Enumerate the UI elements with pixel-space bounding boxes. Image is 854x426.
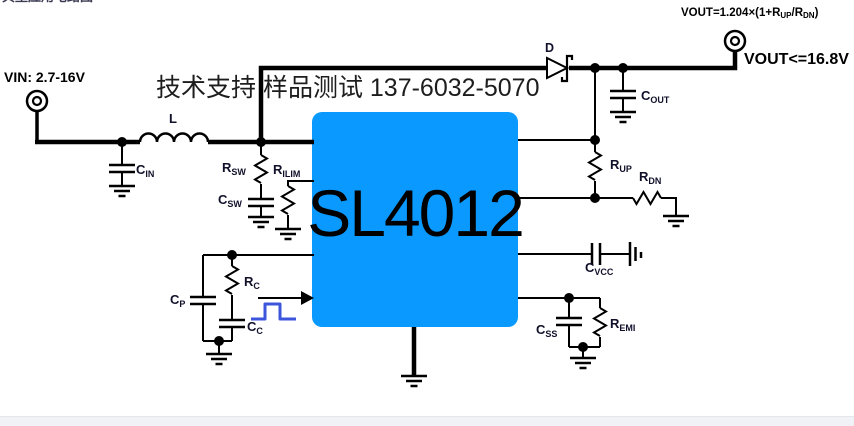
chip-name-label: SL4012 — [307, 175, 525, 250]
resistor-rdn-icon — [632, 190, 662, 206]
junction-dot — [214, 336, 224, 346]
diode-icon — [546, 54, 574, 83]
label-d: D — [545, 41, 555, 55]
ground-icon — [663, 214, 689, 228]
label-cout: COUT — [641, 88, 670, 105]
capacitor-css-icon — [556, 316, 582, 327]
capacitors — [109, 89, 636, 329]
junction-dot — [590, 63, 600, 73]
ground-icon — [206, 352, 232, 366]
ground-sideways-icon — [628, 242, 643, 266]
label-cp: CP — [170, 292, 186, 309]
junction-dot — [227, 250, 237, 260]
ground-icon — [401, 374, 427, 388]
junction-dot — [590, 135, 600, 145]
label-cin: CIN — [136, 162, 155, 179]
capacitor-cc-icon — [219, 318, 245, 329]
capacitor-cp-icon — [190, 295, 216, 306]
pulse-waveform-icon — [251, 302, 296, 321]
capacitor-cout-icon — [610, 89, 636, 100]
label-cc: CC — [247, 319, 263, 336]
resistor-rsw-icon — [253, 154, 269, 184]
label-rsw: RSW — [222, 160, 246, 177]
junction-dot — [117, 137, 127, 147]
label-css: CSS — [536, 322, 558, 339]
label-rup: RUP — [610, 157, 632, 174]
resistor-rc-icon — [224, 265, 240, 295]
label-rc: RC — [244, 274, 260, 291]
label-remi: REMI — [610, 316, 636, 333]
label-rdn: RDN — [639, 169, 662, 186]
grounds — [109, 110, 689, 388]
label-csw: CSW — [218, 192, 242, 209]
label-rilim: RILIM — [273, 162, 301, 179]
capacitor-csw-icon — [248, 197, 274, 208]
resistor-rup-icon — [587, 151, 603, 181]
label-cvcc: CVCC — [585, 260, 614, 277]
resistors — [224, 151, 662, 337]
label-l: L — [169, 111, 177, 126]
ground-icon — [109, 184, 135, 198]
junction-dot — [590, 193, 600, 203]
pwm-arrow-icon — [301, 291, 314, 305]
capacitor-cin-icon — [109, 163, 135, 174]
ground-icon — [275, 227, 301, 241]
vout-terminal-icon — [723, 29, 747, 53]
ground-icon — [570, 356, 596, 370]
junction-dot — [256, 137, 266, 147]
vout-max-label: VOUT<=16.8V — [744, 51, 849, 68]
resistor-remi-icon — [592, 307, 608, 337]
bottom-ui-bar — [0, 416, 854, 426]
chip-sl4012: SL4012 — [307, 112, 525, 327]
ground-icon — [248, 215, 274, 229]
resistor-rilim-icon — [280, 185, 296, 215]
vout-formula: VOUT=1.204×(1+RUP/RDN) — [681, 7, 819, 20]
clipped-header-text: 典型应用电路图 — [2, 0, 152, 5]
signal-wires — [121, 68, 677, 358]
ground-icon — [610, 110, 636, 124]
support-contact-text: 技术支持 样品测试 137-6032-5070 — [156, 74, 540, 102]
vin-terminal-icon — [25, 89, 49, 113]
vin-label: VIN: 2.7-16V — [4, 69, 85, 85]
junction-dot — [578, 342, 588, 352]
junction-dot — [618, 63, 628, 73]
junction-dots — [117, 63, 628, 352]
capacitor-cvcc-icon — [590, 243, 602, 265]
inductor-icon — [138, 132, 210, 143]
junction-dot — [564, 293, 574, 303]
